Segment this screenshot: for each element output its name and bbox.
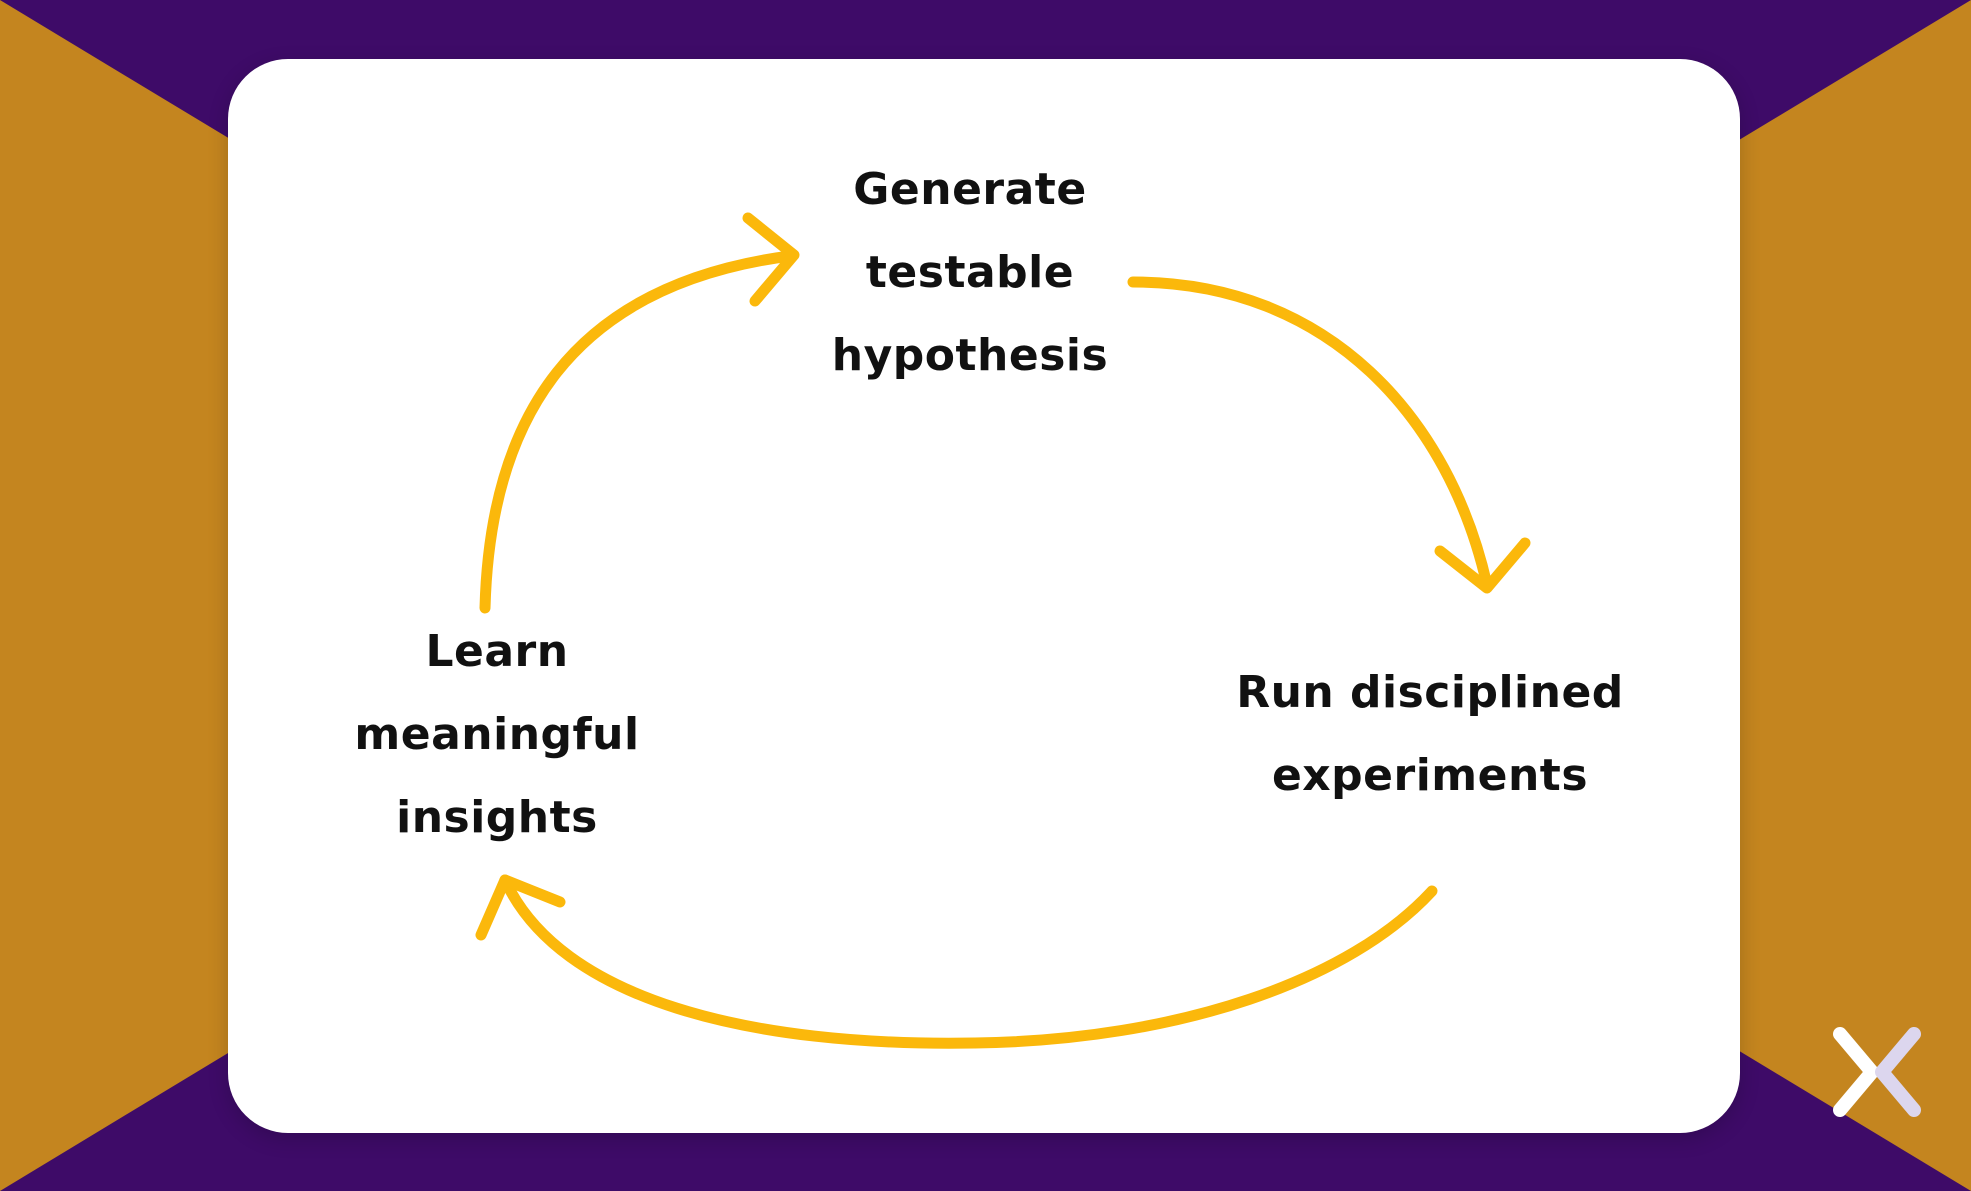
node-text-line: hypothesis: [831, 330, 1109, 381]
node-text-line: insights: [396, 792, 598, 843]
node-text-line: testable: [865, 247, 1075, 298]
node-text-line: meaningful: [354, 709, 640, 760]
node-learn-meaningful-insights: Learn meaningful insights: [297, 610, 697, 859]
arrow-run-to-learn: [475, 874, 1438, 1049]
node-text-line: experiments: [1271, 750, 1589, 801]
node-run-disciplined-experiments: Run disciplined experiments: [1180, 651, 1680, 817]
node-generate-testable-hypothesis: Generate testable hypothesis: [770, 148, 1170, 397]
arrow-generate-to-run: [1127, 276, 1531, 594]
node-text-line: Generate: [853, 164, 1087, 215]
node-text-line: Run disciplined: [1236, 667, 1624, 718]
x-logo-icon: [1833, 1027, 1921, 1117]
arrow-learn-to-generate: [479, 212, 800, 614]
node-text-line: Learn: [425, 626, 569, 677]
